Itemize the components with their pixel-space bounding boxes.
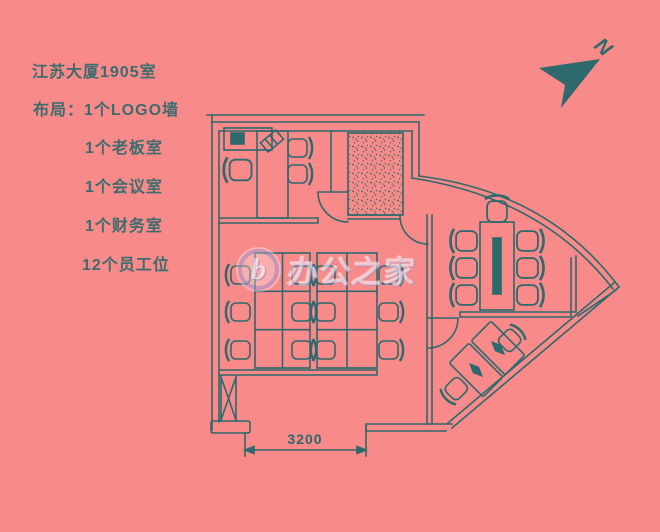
layout-item-boss: 1个老板室 bbox=[85, 140, 163, 157]
curved-facade-inner bbox=[411, 177, 615, 291]
guest-chair bbox=[286, 136, 314, 160]
logo-wall-block bbox=[347, 132, 404, 216]
layout-item-meeting: 1个会议室 bbox=[85, 179, 163, 196]
staff-chair bbox=[224, 263, 252, 287]
meeting-chair bbox=[515, 228, 545, 254]
boss-office-door bbox=[317, 191, 349, 223]
workstation-cluster-left bbox=[224, 252, 318, 369]
bottom-left-wall bbox=[218, 369, 378, 376]
layout-item-staff: 12个员工位 bbox=[82, 257, 170, 274]
dimension bbox=[242, 426, 369, 457]
finance-area-door bbox=[427, 317, 459, 349]
meeting-chair bbox=[484, 194, 510, 224]
corner-infill-wall bbox=[576, 288, 618, 318]
x-brace-column-icon bbox=[219, 375, 238, 422]
doors bbox=[317, 191, 459, 349]
exterior-walls bbox=[206, 114, 621, 432]
compass bbox=[539, 59, 600, 108]
meeting-room-right-wall bbox=[570, 255, 577, 317]
guest-chair bbox=[286, 162, 314, 186]
interior-walls bbox=[218, 130, 618, 425]
staff-chair bbox=[377, 263, 405, 287]
desk-dividers bbox=[316, 252, 378, 369]
table-center-slot bbox=[492, 237, 502, 295]
boss-chair bbox=[222, 157, 253, 183]
compass-north-label: N bbox=[590, 34, 617, 62]
desk-icon bbox=[468, 362, 484, 378]
dim-arrow-right-icon bbox=[356, 445, 369, 455]
meeting-room-bottom-wall bbox=[459, 311, 576, 318]
corridor-wall bbox=[426, 214, 433, 425]
finance-desk bbox=[449, 343, 503, 397]
column-footing bbox=[210, 420, 251, 434]
workstation-cluster-right bbox=[309, 252, 405, 369]
diagonal-wall-inner bbox=[446, 280, 617, 425]
column bbox=[210, 375, 251, 434]
staff-chair bbox=[224, 338, 252, 362]
meeting-chair bbox=[515, 255, 545, 281]
layout-item-finance: 1个财务室 bbox=[85, 218, 163, 235]
curved-facade-outer bbox=[418, 175, 621, 289]
layout-line: 布局：1个LOGO墙 bbox=[33, 102, 180, 119]
meeting-chair bbox=[449, 255, 479, 281]
staff-chair bbox=[377, 300, 405, 324]
finance-desk bbox=[471, 321, 525, 375]
plan-title: 江苏大厦1905室 bbox=[32, 64, 157, 81]
bottom-right-wall bbox=[365, 423, 453, 432]
meeting-chair bbox=[449, 228, 479, 254]
boss-office-furniture bbox=[222, 127, 314, 219]
corridor-door bbox=[399, 215, 429, 245]
meeting-chair bbox=[449, 282, 479, 308]
meeting-chair bbox=[515, 282, 545, 308]
diagonal-wall-outer bbox=[450, 285, 621, 430]
monitor-icon bbox=[259, 128, 285, 154]
dim-arrow-left-icon bbox=[242, 445, 255, 455]
printer-icon bbox=[230, 132, 245, 145]
dimension-label: 3200 bbox=[287, 431, 322, 447]
meeting-room-furniture bbox=[449, 194, 545, 311]
dimension-lines bbox=[244, 426, 367, 457]
north-arrow-icon bbox=[539, 59, 600, 108]
desk-icon bbox=[490, 340, 506, 356]
staff-chair bbox=[377, 338, 405, 362]
desk-dividers bbox=[254, 252, 311, 369]
staff-chair bbox=[224, 300, 252, 324]
finance-room-furniture bbox=[437, 321, 529, 408]
